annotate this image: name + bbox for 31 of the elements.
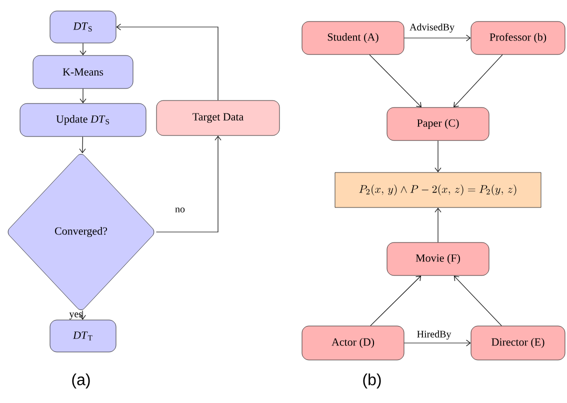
edge-label: yes <box>69 312 82 320</box>
arrow <box>404 340 471 346</box>
entity-box: Paper (C) <box>386 107 490 141</box>
arrow <box>156 136 222 232</box>
panel-label: (a) <box>72 374 90 388</box>
entity-box: Professor (b) <box>470 21 566 55</box>
arrow <box>80 42 86 56</box>
arrow <box>370 276 422 326</box>
entity-box: Director (E) <box>470 326 566 360</box>
entity-box: Student (A) <box>302 21 404 55</box>
arrow <box>454 54 503 108</box>
process-box: K-Means <box>32 55 134 89</box>
arrow <box>79 136 86 154</box>
arrow <box>434 208 442 243</box>
arrow <box>79 310 86 320</box>
edge-label: HiredBy <box>417 330 452 340</box>
process-box: DT$_{T}$ <box>50 320 116 352</box>
data-box: Target Data <box>156 100 280 136</box>
arrow <box>434 140 442 172</box>
process-box: DT$_{S}$ <box>50 10 116 44</box>
arrow <box>369 54 422 108</box>
arrow <box>454 276 502 326</box>
arrow <box>404 34 471 42</box>
process-box: Update DT$_{S}$ <box>20 103 146 137</box>
edge-label: no <box>175 208 185 212</box>
arrow <box>80 88 86 104</box>
entity-box: Actor (D) <box>302 326 404 360</box>
entity-box: Movie (F) <box>386 242 490 276</box>
arrow <box>116 24 218 101</box>
edge-label: AdvisedBy <box>410 23 454 33</box>
formula-box: $P_2(x,\,y) \wedge P - 2(x,\,z) = P_2(y,\,z)$ <box>334 172 542 208</box>
